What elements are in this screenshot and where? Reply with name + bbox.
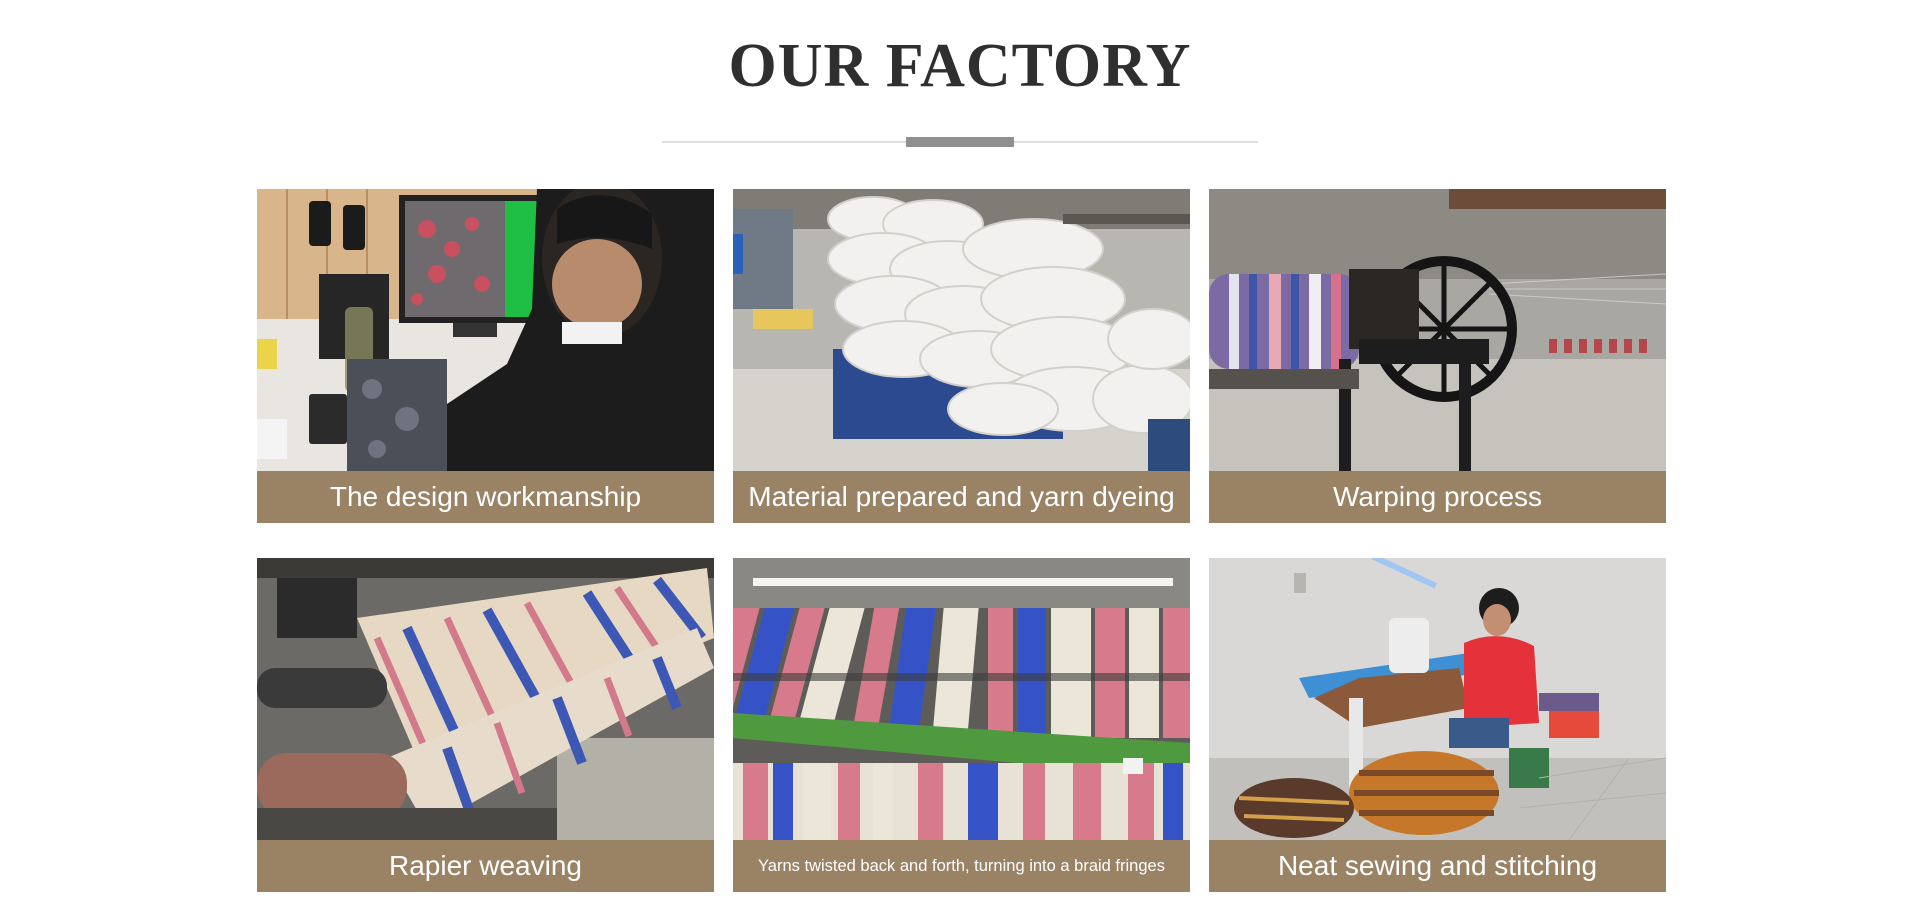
card-caption: Yarns twisted back and forth, turning in… xyxy=(733,840,1190,892)
card-caption: Warping process xyxy=(1209,471,1666,523)
design-photo xyxy=(257,189,714,471)
loom-photo xyxy=(257,558,714,840)
title-divider-accent xyxy=(906,137,1014,147)
factory-card-sewing[interactable]: Neat sewing and stitching xyxy=(1209,558,1666,892)
factory-card-weaving[interactable]: Rapier weaving xyxy=(257,558,714,892)
fringe-photo xyxy=(733,558,1190,840)
sewing-photo xyxy=(1209,558,1666,840)
section-title: OUR FACTORY xyxy=(728,32,1192,100)
card-caption: Rapier weaving xyxy=(257,840,714,892)
factory-card-design[interactable]: The design workmanship xyxy=(257,189,714,523)
card-caption: The design workmanship xyxy=(257,471,714,523)
yarn-bags-photo xyxy=(733,189,1190,471)
factory-card-warping[interactable]: Warping process xyxy=(1209,189,1666,523)
card-caption: Neat sewing and stitching xyxy=(1209,840,1666,892)
card-caption: Material prepared and yarn dyeing xyxy=(733,471,1190,523)
factory-card-material[interactable]: Material prepared and yarn dyeing xyxy=(733,189,1190,523)
factory-card-fringes[interactable]: Yarns twisted back and forth, turning in… xyxy=(733,558,1190,892)
warping-machine-photo xyxy=(1209,189,1666,471)
